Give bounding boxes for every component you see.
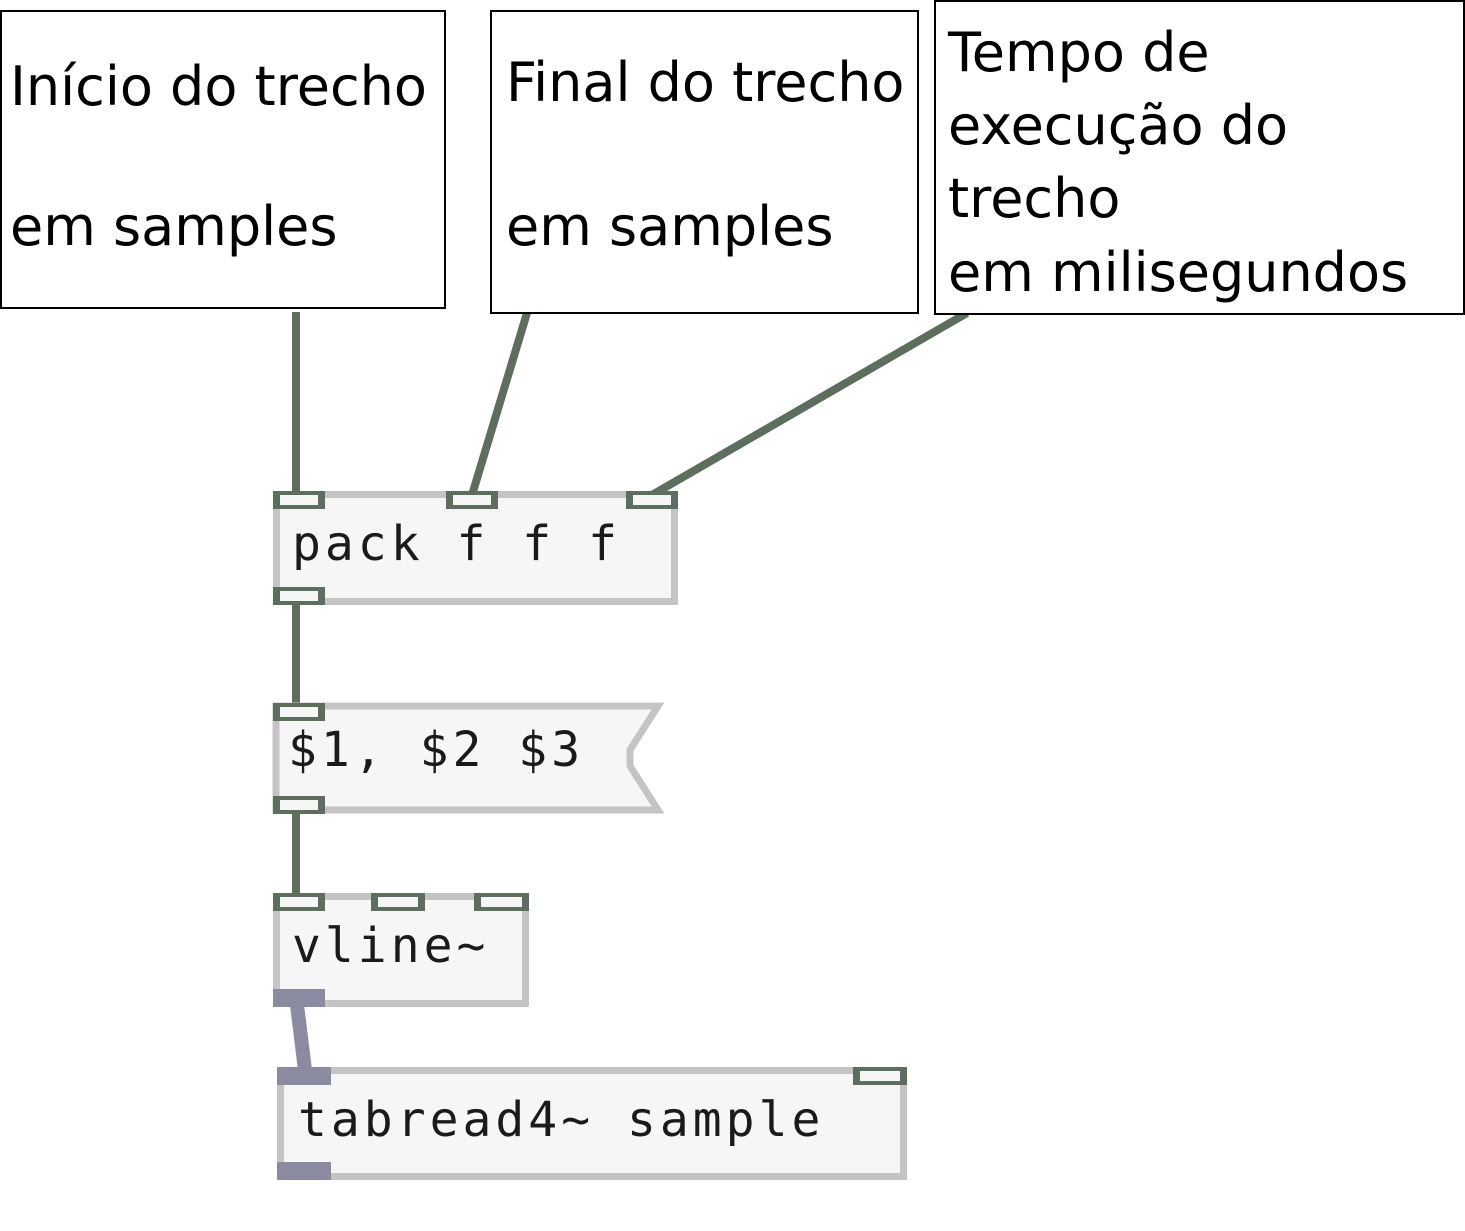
- cord-vline-to-tabread-signal[interactable]: [290, 1004, 312, 1071]
- comment-time-line-3: trecho: [948, 167, 1121, 230]
- pack-inlet-right[interactable]: [626, 491, 678, 509]
- vline-inlet-right[interactable]: [474, 893, 529, 911]
- tabread4-inlet-right[interactable]: [853, 1067, 907, 1085]
- message-outlet[interactable]: [273, 796, 325, 814]
- pack-inlet-middle[interactable]: [446, 491, 498, 509]
- cord-time-to-pack-right-inlet[interactable]: [649, 309, 970, 499]
- vline-object[interactable]: vline~: [273, 893, 529, 1007]
- comment-end-line-1: Final do trecho: [506, 51, 905, 114]
- pack-object[interactable]: pack f f f: [273, 491, 678, 605]
- pack-inlet-left[interactable]: [273, 491, 325, 509]
- tabread4-signal-outlet[interactable]: [277, 1162, 331, 1180]
- vline-inlet-left[interactable]: [273, 893, 325, 911]
- cord-end-to-pack-middle-inlet[interactable]: [468, 311, 531, 497]
- comment-time-line-4: em milisegundos: [948, 241, 1409, 304]
- comment-start-in-samples[interactable]: Início do trecho em samples: [0, 10, 446, 309]
- comment-start-line-1: Início do trecho: [10, 55, 427, 118]
- tabread4-object-label: tabread4~ sample: [298, 1092, 825, 1148]
- vline-object-label: vline~: [292, 918, 490, 974]
- pack-outlet[interactable]: [273, 587, 325, 605]
- tabread4-signal-inlet[interactable]: [277, 1067, 331, 1085]
- vline-inlet-middle[interactable]: [371, 893, 425, 911]
- message-box-label: $1, $2 $3: [288, 722, 585, 778]
- message-inlet[interactable]: [273, 703, 325, 721]
- comment-end-line-2: em samples: [506, 195, 834, 258]
- tabread4-object[interactable]: tabread4~ sample: [277, 1067, 907, 1180]
- pack-object-label: pack f f f: [292, 516, 621, 572]
- comment-time-line-1: Tempo de: [948, 21, 1210, 84]
- comment-start-line-2: em samples: [10, 195, 338, 258]
- comment-time-line-2: execução do: [948, 94, 1289, 157]
- vline-signal-outlet[interactable]: [273, 989, 325, 1007]
- comment-execution-time-ms[interactable]: Tempo de execução do trecho em milisegun…: [934, 0, 1465, 315]
- comment-end-in-samples[interactable]: Final do trecho em samples: [490, 10, 919, 314]
